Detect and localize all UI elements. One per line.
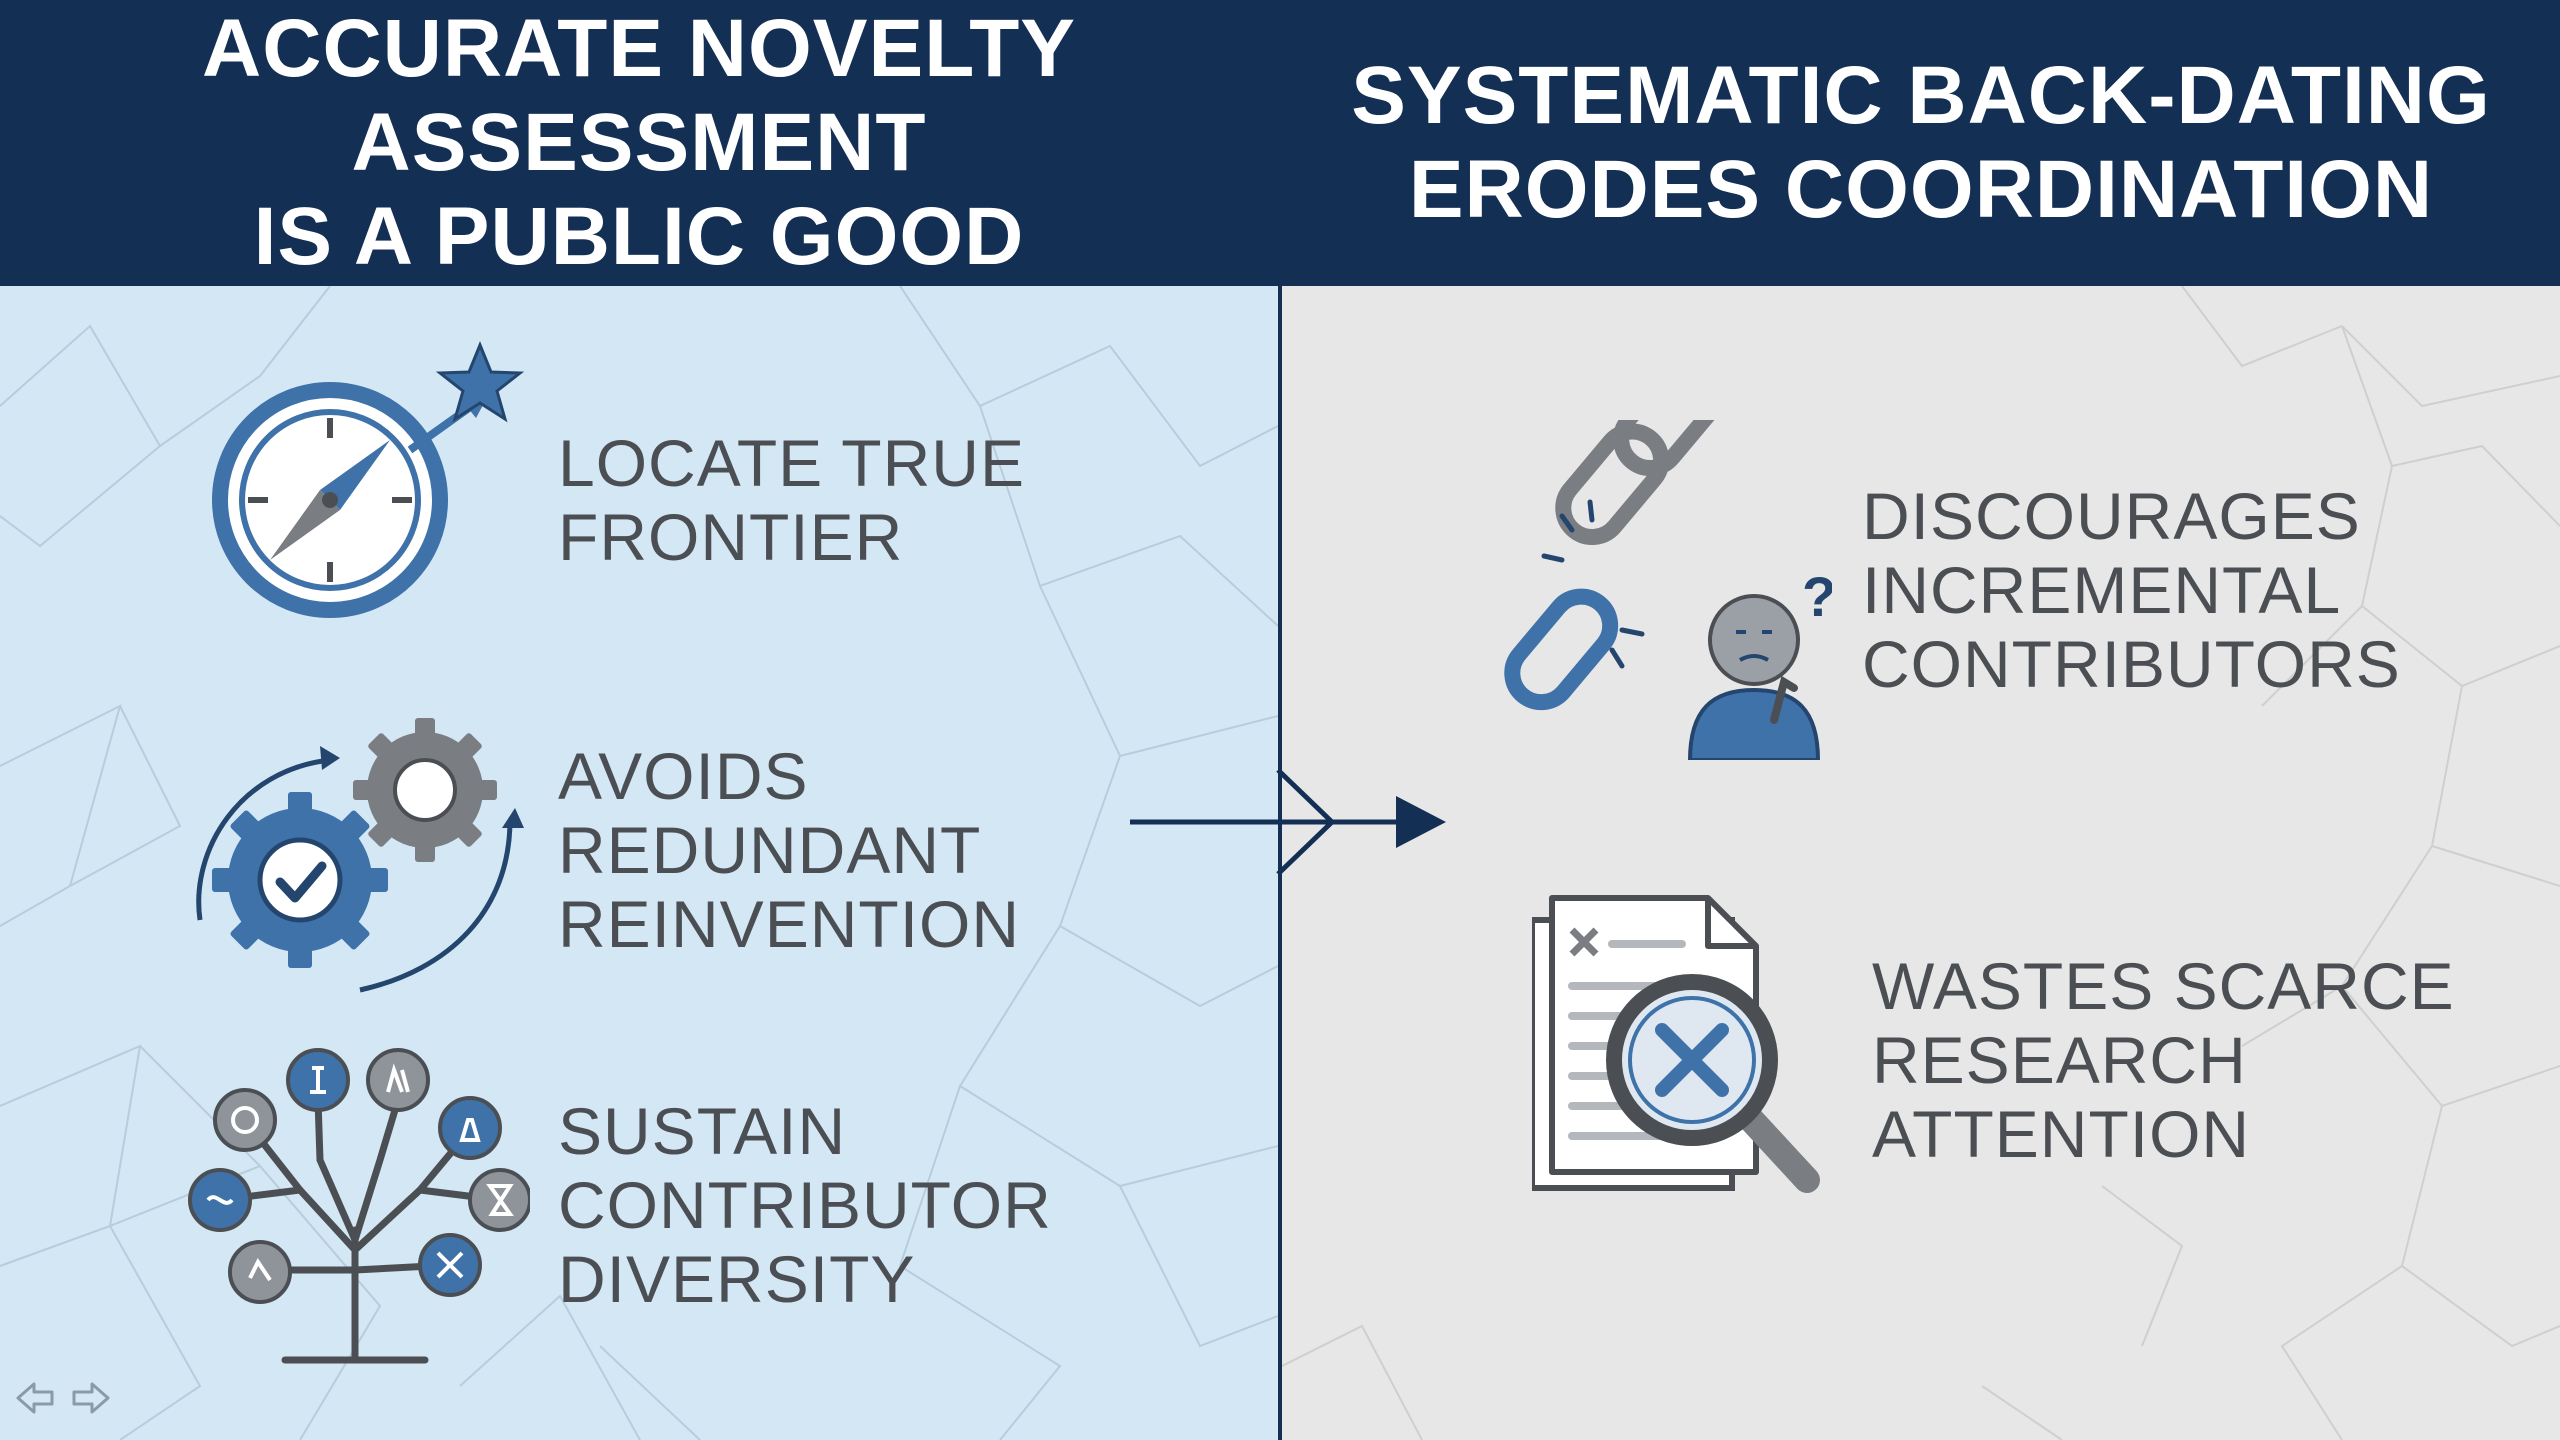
right-item-wastes-scarce-research-attention: WASTES SCARCE RESEARCH ATTENTION — [1532, 890, 2455, 1230]
left-item-1-line-1: LOCATE TRUE — [558, 426, 1025, 500]
right-panel: SYSTEMATIC BACK-DATING ERODES COORDINATI… — [1282, 0, 2560, 1440]
right-item-2-line-1: WASTES SCARCE — [1872, 949, 2455, 1023]
compass-star-icon — [212, 341, 525, 618]
right-item-1-label: DISCOURAGES INCREMENTAL CONTRIBUTORS — [1862, 479, 2401, 701]
right-item-2-line-2: RESEARCH — [1872, 1023, 2247, 1097]
left-item-2-label: AVOIDS REDUNDANT REINVENTION — [558, 739, 1020, 961]
right-item-1-line-1: DISCOURAGES — [1862, 479, 2361, 553]
slide-navigation — [14, 1380, 112, 1416]
left-item-1-label: LOCATE TRUE FRONTIER — [558, 426, 1025, 574]
right-item-2-line-3: ATTENTION — [1872, 1097, 2251, 1171]
left-item-3-line-1: SUSTAIN — [558, 1094, 847, 1168]
right-item-2-label: WASTES SCARCE RESEARCH ATTENTION — [1872, 949, 2455, 1171]
right-header: SYSTEMATIC BACK-DATING ERODES COORDINATI… — [1282, 0, 2560, 286]
right-title-line-2: ERODES COORDINATION — [1408, 144, 2434, 235]
next-arrow-icon[interactable] — [70, 1380, 112, 1416]
left-item-2-line-3: REINVENTION — [558, 887, 1021, 961]
left-item-2-line-2: REDUNDANT — [558, 813, 982, 887]
left-title: ACCURATE NOVELTY ASSESSMENT IS A PUBLIC … — [0, 2, 1278, 284]
right-title: SYSTEMATIC BACK-DATING ERODES COORDINATI… — [1351, 49, 2491, 237]
right-item-1-line-3: CONTRIBUTORS — [1862, 627, 2401, 701]
prev-arrow-icon[interactable] — [14, 1380, 56, 1416]
center-divider — [1278, 0, 1282, 1440]
left-panel: ACCURATE NOVELTY ASSESSMENT IS A PUBLIC … — [0, 0, 1278, 1440]
left-item-sustain-contributor-diversity: SUSTAIN CONTRIBUTOR DIVERSITY — [180, 1040, 1052, 1370]
right-title-line-1: SYSTEMATIC BACK-DATING — [1351, 50, 2491, 141]
left-header: ACCURATE NOVELTY ASSESSMENT IS A PUBLIC … — [0, 0, 1278, 286]
crack-lines-background — [1282, 286, 2560, 1440]
left-item-3-line-3: DIVERSITY — [558, 1242, 916, 1316]
left-item-3-label: SUSTAIN CONTRIBUTOR DIVERSITY — [558, 1094, 1052, 1316]
right-item-1-line-2: INCREMENTAL — [1862, 553, 2342, 627]
discipline-tree-icon — [188, 1048, 530, 1364]
arrow-right-icon — [1130, 768, 1446, 876]
gears-check-icon — [196, 718, 524, 993]
left-title-line-2: IS A PUBLIC GOOD — [253, 191, 1025, 282]
left-item-1-line-2: FRONTIER — [558, 500, 904, 574]
left-title-line-1: ACCURATE NOVELTY ASSESSMENT — [202, 3, 1076, 188]
left-item-3-line-2: CONTRIBUTOR — [558, 1168, 1052, 1242]
right-item-discourages-incremental-contributors: ? DISCOURAGES INCREMENTAL CONTRIBUTORS — [1492, 420, 2401, 760]
left-item-2-line-1: AVOIDS — [558, 739, 809, 813]
document-magnifier-x-icon — [1532, 895, 1820, 1193]
svg-text:?: ? — [1802, 565, 1832, 628]
left-item-avoids-redundant-reinvention: AVOIDS REDUNDANT REINVENTION — [180, 700, 1020, 1000]
left-item-locate-true-frontier: LOCATE TRUE FRONTIER — [190, 340, 1025, 660]
broken-chain-confused-person-icon: ? — [1504, 420, 1832, 760]
